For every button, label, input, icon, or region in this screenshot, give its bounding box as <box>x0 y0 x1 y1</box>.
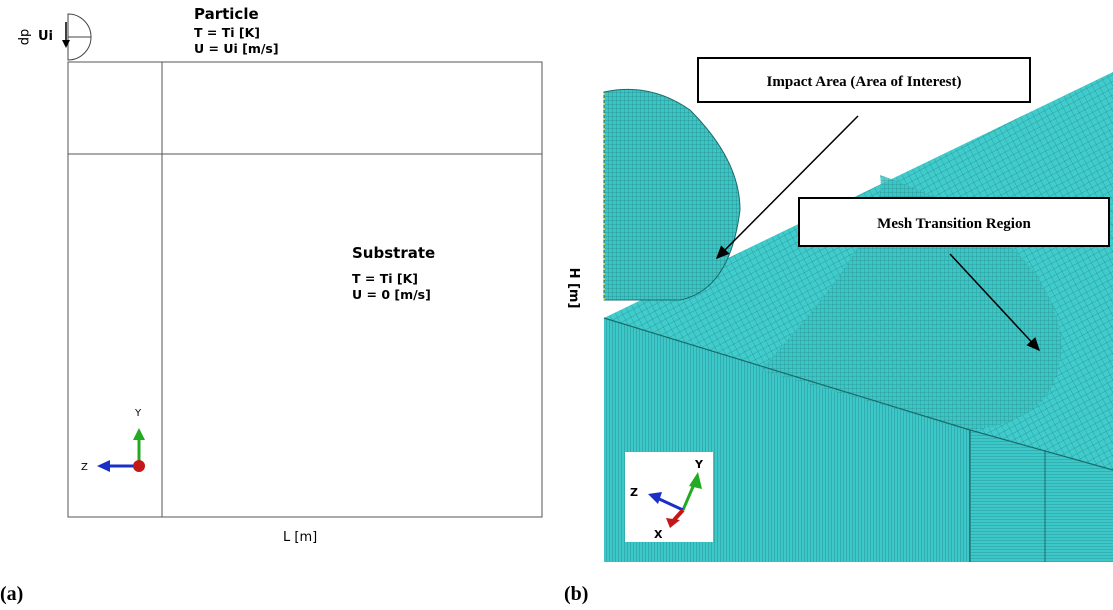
axis-z-label-b: Z <box>630 486 638 499</box>
axis-triad-b: Y Z X <box>625 452 713 542</box>
caption-a: (a) <box>0 583 23 605</box>
axis-x-label-b: X <box>654 528 663 541</box>
substrate-velocity: U = 0 [m/s] <box>352 287 431 302</box>
particle-temperature: T = Ti [K] <box>194 25 260 40</box>
particle-shape <box>67 13 92 61</box>
impact-callout: Impact Area (Area of Interest) <box>697 57 1031 260</box>
panel-b: H [m] Impact Area (Area of Inter <box>564 57 1113 605</box>
axis-y-label-b: Y <box>694 458 704 471</box>
caption-b: (b) <box>564 583 588 605</box>
particle-title: Particle <box>194 5 259 23</box>
transition-callout-text: Mesh Transition Region <box>877 216 1031 232</box>
length-label: L [m] <box>283 530 317 545</box>
axis-z-label-a: Z <box>81 462 88 473</box>
height-label: H [m] <box>566 268 581 309</box>
transition-callout: Mesh Transition Region <box>798 197 1110 352</box>
impact-callout-text: Impact Area (Area of Interest) <box>767 74 962 90</box>
axis-y-label-a: Y <box>134 408 142 419</box>
axis-triad-a: Y Z <box>81 408 145 473</box>
particle-diameter-label: dp <box>17 29 32 46</box>
particle-velocity: U = Ui [m/s] <box>194 41 279 56</box>
velocity-arrow <box>62 22 70 48</box>
substrate-title: Substrate <box>352 244 435 262</box>
substrate-temperature: T = Ti [K] <box>352 271 418 286</box>
velocity-label: Ui <box>38 29 53 44</box>
panel-a: dp Ui Particle T = Ti [K] U = Ui [m/s] S… <box>0 5 543 605</box>
substrate-domain <box>67 61 543 518</box>
